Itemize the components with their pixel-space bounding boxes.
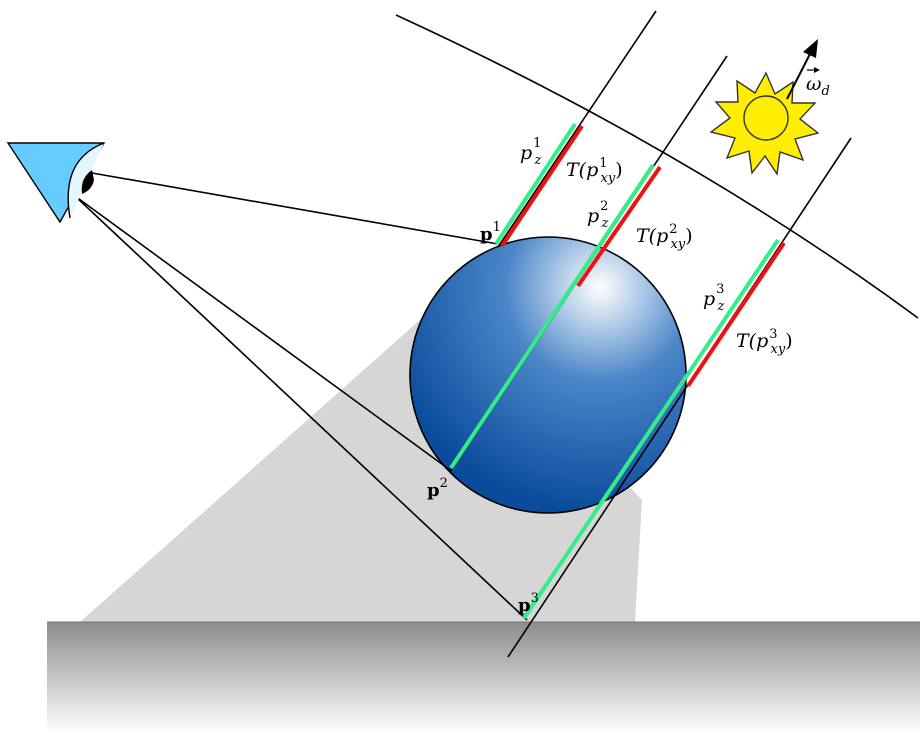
view-ray-2 [74,195,451,471]
shadow-map-plane [395,14,919,319]
depth-segment-3 [522,238,780,620]
ground-plane [47,622,920,733]
vector-accent [807,67,820,73]
sun-icon [709,71,820,176]
point-label-1: p1 [480,220,501,245]
view-ray-1 [91,172,499,245]
view-ray-3 [74,195,528,621]
light-ray-3 [507,137,852,658]
light-ray-1 [497,10,657,248]
eye-icon [6,142,106,224]
occluder-sphere [409,236,687,514]
depth-segment-1 [494,122,577,246]
light-direction-arrow [786,39,818,100]
transmittance-segment-1 [500,124,584,248]
transmittance-segment-3 [686,241,786,388]
depth-segment-2 [449,163,655,470]
point-label-3: p3 [518,591,539,616]
light-direction-label: ωd [806,73,830,99]
depth-segments [449,122,780,620]
point-label-2: p2 [427,476,448,501]
transmittance-segments [500,124,786,388]
transmittance-segment-2 [576,165,662,288]
